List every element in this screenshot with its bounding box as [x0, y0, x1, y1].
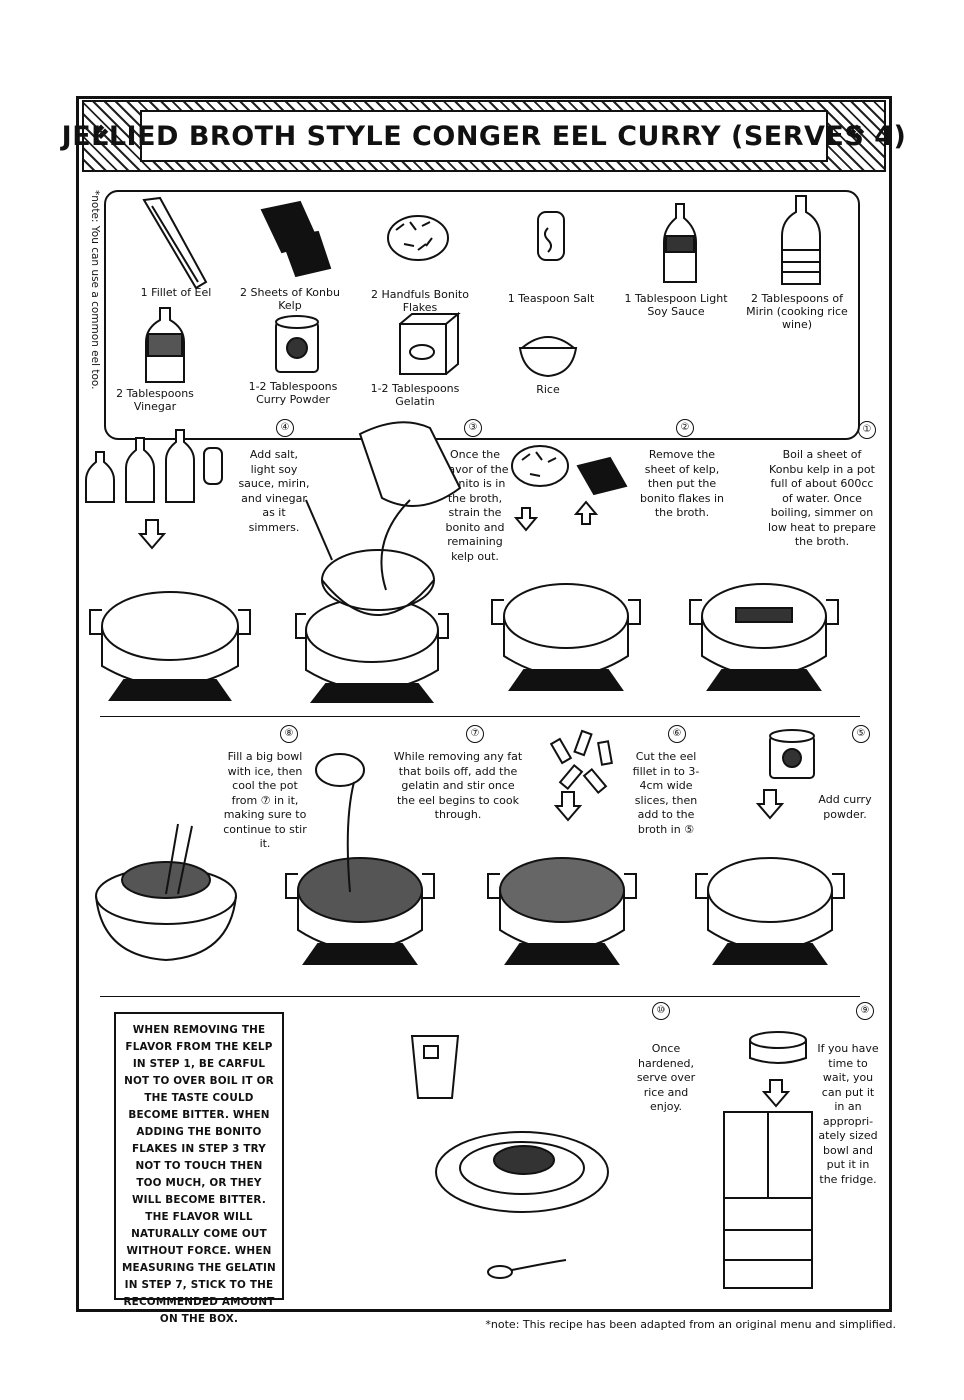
step-text: Fill a big bowl with ice, then cool the …: [223, 750, 307, 850]
ingredient-label: Rice: [536, 383, 560, 396]
ingredient-label: 1-2 Tablespoons Gelatin: [370, 382, 460, 408]
ingredient-label: 1 Tablespoon Light Soy Sauce: [624, 292, 728, 318]
eel-slices-icon: [549, 729, 613, 795]
seasonings-icon: [85, 429, 223, 503]
step-text: Once hardened, serve over rice and enjoy…: [636, 1042, 696, 1113]
step-number: ③: [464, 419, 482, 437]
ice-bowl-icon: [95, 823, 237, 962]
step-text: Remove the sheet of kelp, then put the b…: [640, 448, 724, 519]
arrow-down-icon: [761, 1079, 791, 1108]
cooking-pot-icon: [89, 591, 251, 701]
vinegar-bottle-icon: [145, 307, 185, 383]
ingredient-label: 2 Tablespoons Vinegar: [116, 387, 194, 413]
ingredient-label: 2 Tablespoons of Mirin (cooking rice win…: [746, 292, 848, 331]
gelatin-box-icon: [399, 311, 461, 375]
step-number: ⑧: [280, 725, 298, 743]
step-text: Add curry powder.: [818, 793, 872, 821]
soy-sauce-bottle-icon: [663, 203, 697, 283]
section-divider: [100, 716, 860, 717]
cooking-pot-icon: [285, 857, 435, 965]
plated-curry-icon: [435, 1131, 609, 1213]
title-plate: JELLIED BROTH STYLE CONGER EEL CURRY (SE…: [62, 110, 906, 162]
cooking-pot-icon: [491, 583, 641, 691]
pouring-bowl-icon: [315, 753, 365, 893]
step-number: ⑥: [668, 725, 686, 743]
fridge-icon: [723, 1111, 813, 1289]
curry-can-icon: [769, 729, 815, 779]
step-number: ②: [676, 419, 694, 437]
step-text: Add salt, light soy sauce, mirin, and vi…: [238, 448, 310, 534]
cooking-pot-icon: [695, 857, 845, 965]
step-number: ⑦: [466, 725, 484, 743]
arrow-down-icon: [553, 789, 785, 822]
kelp-icon: [576, 456, 628, 496]
step-number: ①: [858, 421, 876, 439]
pouring-pot-icon: [358, 421, 462, 591]
kelp-icon: [260, 200, 332, 278]
ingredients-panel: [104, 190, 860, 440]
curry-can-icon: [275, 315, 319, 373]
glass-icon: [410, 1035, 460, 1099]
section-divider: [100, 996, 860, 997]
rice-bowl-icon: [518, 336, 578, 378]
cooking-pot-icon: [689, 583, 839, 691]
recipe-title: JELLIED BROTH STYLE CONGER EEL CURRY (SE…: [61, 120, 907, 152]
spoon-icon: [487, 1259, 567, 1279]
step-number: ⑩: [652, 1002, 670, 1020]
step-text: If you have time to wait, you can put it…: [817, 1042, 879, 1186]
step-text: Boil a sheet of Konbu kelp in a pot full…: [768, 448, 876, 548]
ingredient-label: 2 Sheets of Konbu Kelp: [240, 286, 340, 312]
ornament-icon: ❖: [92, 120, 110, 144]
step-text: Cut the eel fillet in to 3-4cm wide slic…: [632, 750, 700, 836]
cooking-pot-icon: [487, 857, 637, 965]
step-number: ⑤: [852, 725, 870, 743]
footnote: *note: This recipe has been adapted from…: [485, 1318, 896, 1331]
strainer-icon: [305, 499, 435, 616]
step-number: ⑨: [856, 1002, 874, 1020]
ramekin-icon: [749, 1031, 807, 1064]
ornament-icon: ❖: [848, 120, 866, 144]
bonito-flakes-icon: [387, 215, 449, 261]
ingredient-label: 2 Handfuls Bonito Flakes: [371, 288, 469, 314]
salt-shaker-icon: [537, 211, 565, 261]
cooking-tip: WHEN REMOVING THE FLAVOR FROM THE KELP I…: [114, 1012, 284, 1325]
ingredient-label: 1-2 Tablespoons Curry Powder: [248, 380, 338, 406]
ingredient-label: 1 Fillet of Eel: [140, 286, 212, 299]
arrow-down-icon: [137, 500, 599, 550]
mirin-bottle-icon: [781, 195, 821, 285]
step-number: ④: [276, 419, 294, 437]
side-note: *note: You can use a common eel too.: [89, 190, 101, 390]
cooking-pot-icon: [295, 597, 449, 703]
bonito-flakes-icon: [511, 445, 569, 487]
step-text: Once the flavor of the bonito is in the …: [441, 448, 509, 563]
step-text: While removing any fat that boils off, a…: [393, 750, 523, 821]
eel-fillet-icon: [142, 196, 208, 290]
ingredient-label: 1 Teaspoon Salt: [507, 292, 595, 305]
page-frame: [76, 96, 892, 1312]
